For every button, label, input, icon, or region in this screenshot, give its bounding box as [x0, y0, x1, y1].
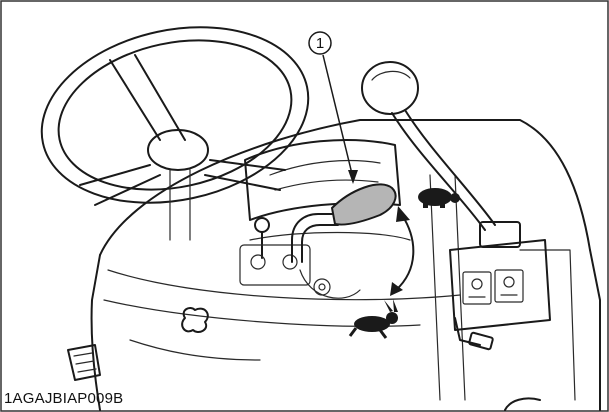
- steering-wheel: [40, 26, 310, 241]
- dashboard-body: [90, 119, 601, 411]
- callout-1-label: 1: [316, 35, 324, 52]
- rabbit-icon: [348, 299, 398, 339]
- throttle-knob: [239, 217, 311, 286]
- main-shift-lever: [361, 61, 521, 248]
- shift-direction-arrow: [390, 206, 415, 296]
- shift-panel: [449, 239, 551, 351]
- pedal-icon: [67, 344, 101, 381]
- range-shift-lever: [291, 183, 397, 299]
- bottom-right-part: [504, 397, 541, 411]
- side-knob: [181, 307, 209, 333]
- lever-grip: [330, 183, 397, 226]
- figure-caption: 1AGAJBIAP009B: [4, 390, 124, 407]
- callout-1: 1: [308, 31, 358, 184]
